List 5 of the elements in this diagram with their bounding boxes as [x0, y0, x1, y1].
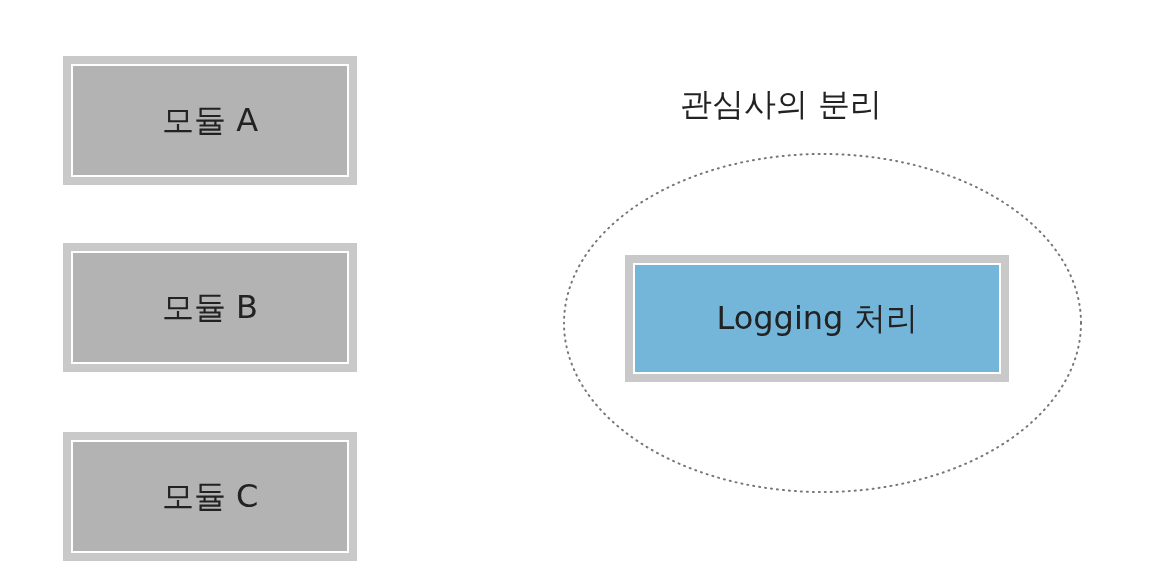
module-box: 모듈 C	[63, 432, 357, 561]
module-box: 모듈 A	[63, 56, 357, 185]
module-box: 모듈 B	[63, 243, 357, 372]
process-box: Logging 처리	[625, 255, 1009, 382]
heading: 관심사의 분리	[680, 84, 883, 125]
